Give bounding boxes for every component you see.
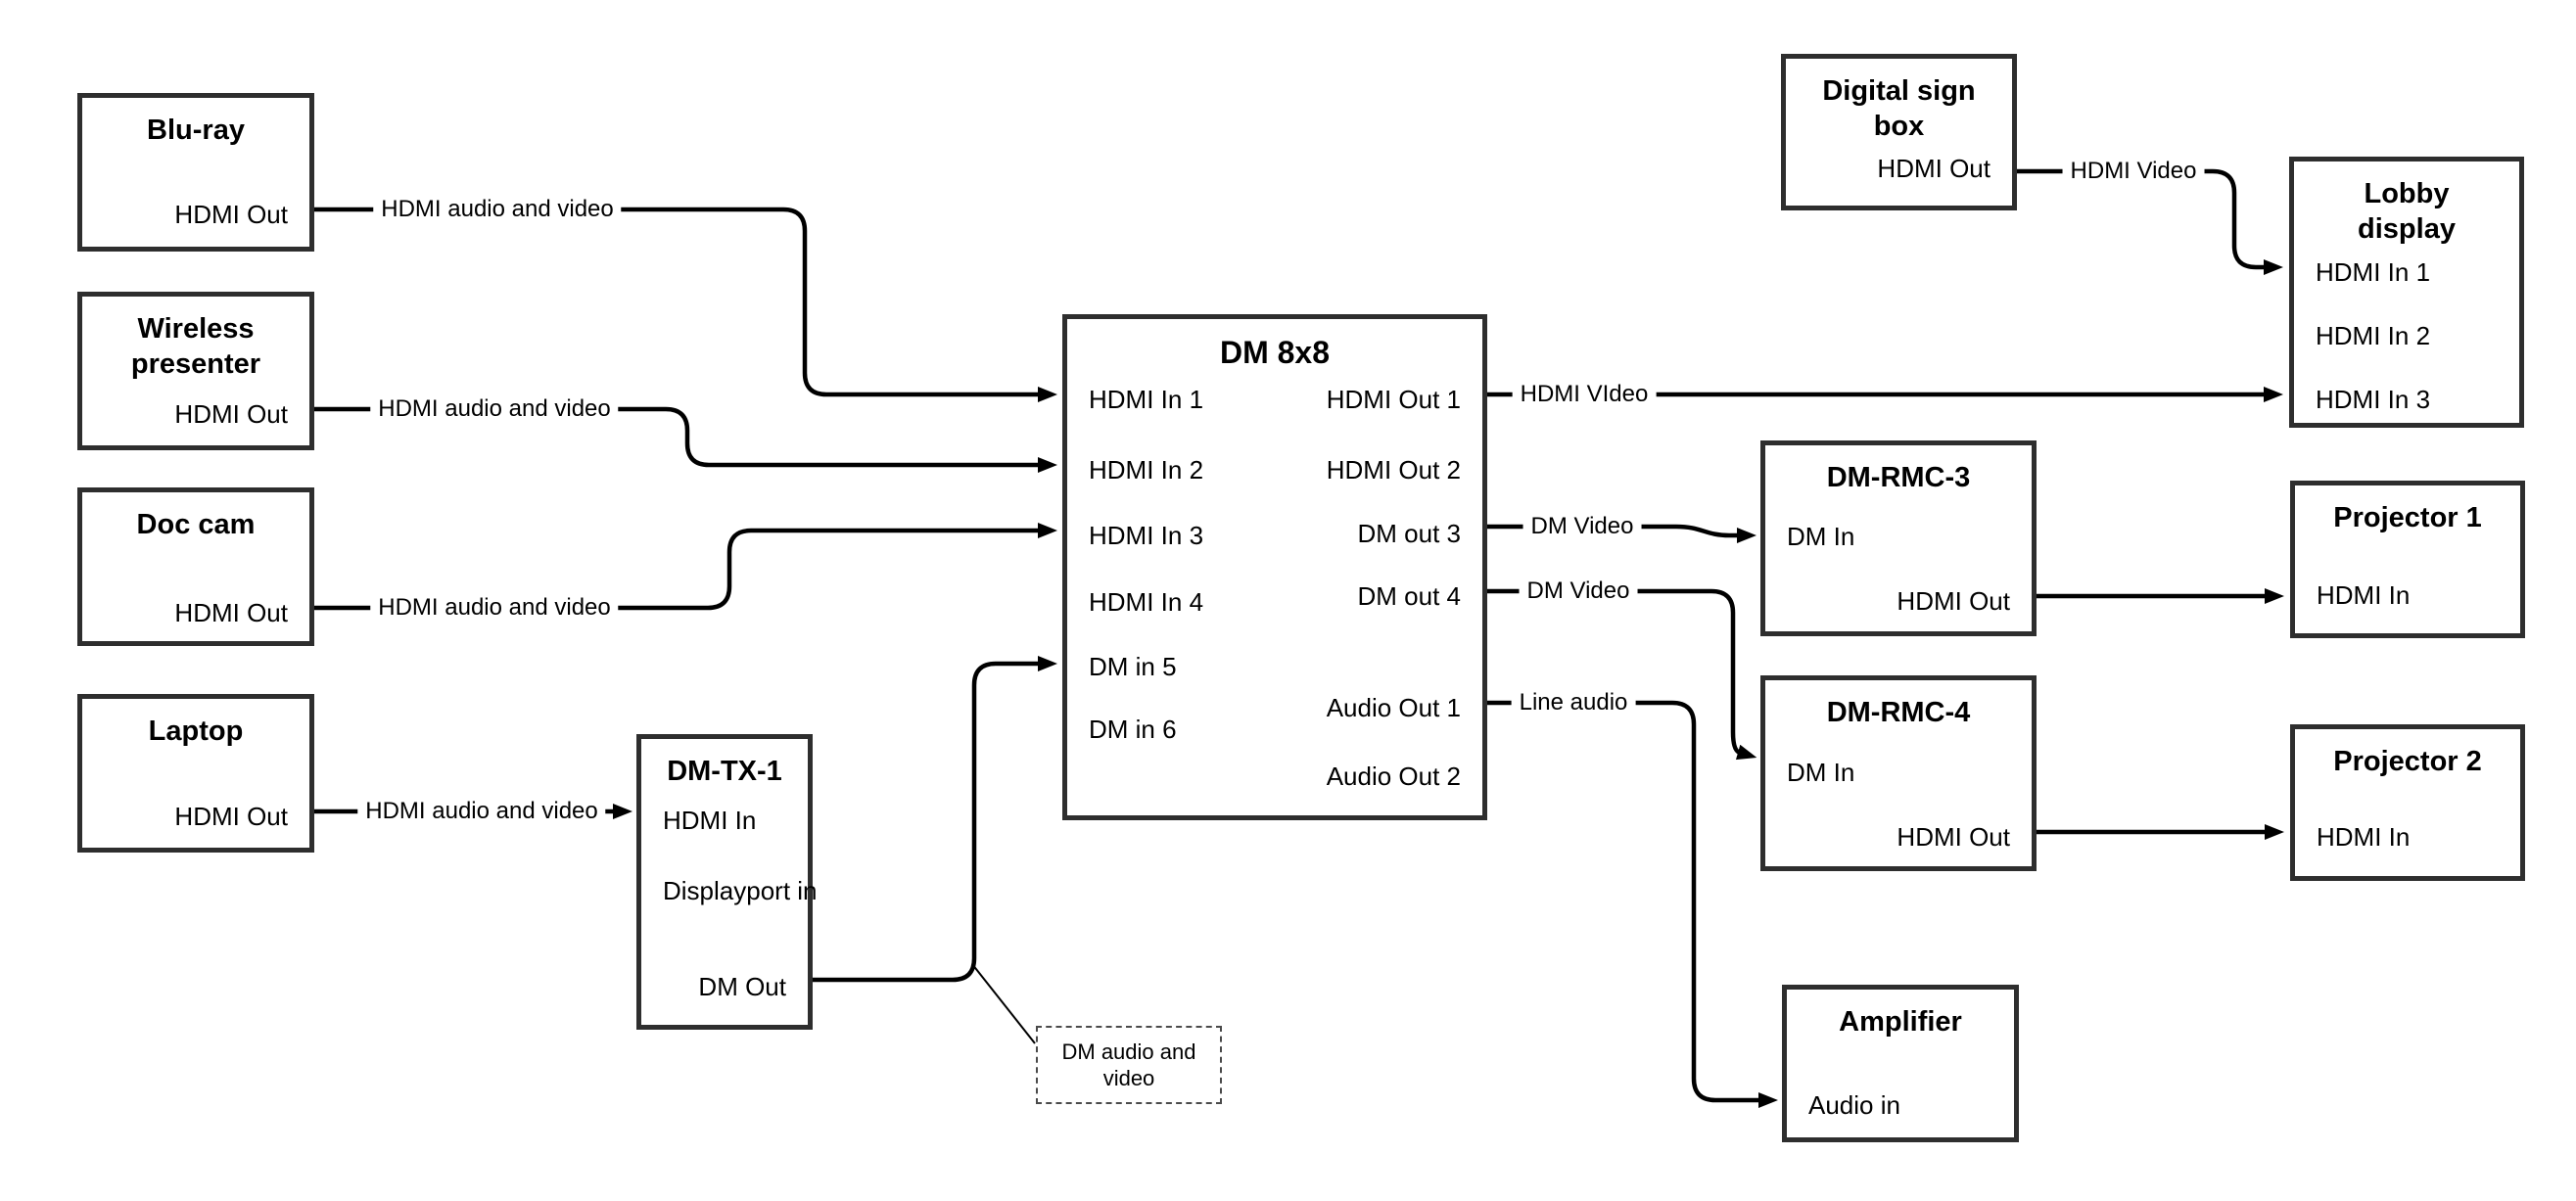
edge-label-dm-video-out3: DM Video — [1522, 513, 1642, 540]
node-title: Doc cam — [136, 509, 256, 540]
edge-dm8x8-out4-to-dmrmc4 — [1487, 588, 1757, 761]
node-bluray: Blu-ray HDMI Out — [77, 93, 314, 252]
port-dm-out-3: DM out 3 — [1357, 519, 1462, 548]
node-title: Blu-ray — [147, 115, 245, 146]
node-dm-8x8: DM 8x8 HDMI In 1 HDMI In 2 HDMI In 3 HDM… — [1062, 314, 1487, 820]
node-dm-tx-1: DM-TX-1 HDMI In Displayport in DM Out — [636, 734, 818, 1030]
port-dm-in-6: DM in 6 — [1089, 715, 1177, 744]
edge-label-hdmi-video-out1: HDMI VIdeo — [1512, 381, 1657, 408]
node-title: Projector 1 — [2333, 502, 2482, 533]
node-dm-rmc-3: DM-RMC-3 DM In HDMI Out — [1760, 440, 2037, 636]
port-hdmi-in-2: HDMI In 2 — [1089, 455, 1204, 485]
node-title: DM-RMC-3 — [1826, 462, 1971, 493]
port-hdmi-in-2: HDMI In 2 — [2316, 321, 2431, 350]
port-dm-in-5: DM in 5 — [1089, 652, 1177, 681]
port-hdmi-out: HDMI Out — [174, 200, 288, 229]
edge-bluray-to-dm8x8-in1 — [314, 207, 1057, 402]
edge-label-hdmi-audio-video-2: HDMI audio and video — [370, 395, 619, 423]
port-hdmi-in-3: HDMI In 3 — [1089, 521, 1204, 550]
node-title: DM-TX-1 — [667, 756, 782, 787]
port-audio-out-2: Audio Out 2 — [1326, 762, 1461, 791]
node-title: Digital sign box — [1822, 75, 1976, 142]
node-digital-sign-box: Digital sign box HDMI Out — [1781, 54, 2017, 210]
port-hdmi-in-4: HDMI In 4 — [1089, 587, 1204, 617]
edge-digitalsign-to-lobby-in1 — [2017, 168, 2283, 275]
node-amplifier: Amplifier Audio in — [1782, 985, 2019, 1142]
edge-wireless-to-dm8x8-in2 — [314, 406, 1057, 473]
edge-label-hdmi-audio-video-4: HDMI audio and video — [357, 798, 606, 825]
port-hdmi-out: HDMI Out — [174, 399, 288, 429]
port-hdmi-out-1: HDMI Out 1 — [1326, 385, 1461, 414]
node-title: DM 8x8 — [1219, 335, 1331, 370]
node-title: Laptop — [148, 716, 244, 747]
node-title: DM-RMC-4 — [1826, 697, 1971, 728]
callout-leader-line — [971, 963, 1036, 1044]
node-lobby-display: Lobby display HDMI In 1 HDMI In 2 HDMI I… — [2289, 157, 2524, 428]
node-title: Lobby display — [2358, 178, 2456, 245]
port-dm-out-4: DM out 4 — [1357, 581, 1462, 611]
node-title: Amplifier — [1839, 1006, 1962, 1038]
port-hdmi-out: HDMI Out — [174, 802, 288, 831]
port-hdmi-out-2: HDMI Out 2 — [1326, 455, 1461, 485]
callout-dm-audio-and-video: DM audio and video — [1036, 1026, 1222, 1104]
node-doc-cam: Doc cam HDMI Out — [77, 487, 314, 646]
edge-dm8x8-out3-to-dmrmc3 — [1487, 524, 1756, 543]
edge-label-hdmi-video-sign: HDMI Video — [2062, 158, 2205, 185]
port-dm-in: DM In — [1787, 758, 1855, 787]
port-dm-in: DM In — [1787, 522, 1855, 551]
edge-dmtx1-to-dm8x8-in5 — [813, 656, 1057, 983]
port-hdmi-out: HDMI Out — [174, 598, 288, 627]
port-hdmi-out: HDMI Out — [1877, 154, 1991, 183]
port-hdmi-in: HDMI In — [663, 806, 757, 835]
edge-label-hdmi-audio-video-3: HDMI audio and video — [370, 594, 619, 622]
edge-doccam-to-dm8x8-in3 — [314, 523, 1057, 611]
port-hdmi-in-1: HDMI In 1 — [2316, 257, 2431, 287]
port-hdmi-out: HDMI Out — [1897, 586, 2010, 616]
node-dm-rmc-4: DM-RMC-4 DM In HDMI Out — [1760, 675, 2037, 871]
port-hdmi-in-1: HDMI In 1 — [1089, 385, 1204, 414]
node-laptop: Laptop HDMI Out — [77, 694, 314, 853]
node-title: Wireless presenter — [130, 313, 261, 380]
edge-dm8x8-audio1-to-amplifier — [1487, 700, 1778, 1108]
node-wireless-presenter: Wireless presenter HDMI Out — [77, 292, 314, 450]
node-title: Projector 2 — [2333, 746, 2482, 777]
port-dm-out: DM Out — [698, 972, 786, 1001]
port-hdmi-in-3: HDMI In 3 — [2316, 385, 2431, 414]
port-hdmi-in: HDMI In — [2317, 822, 2411, 852]
node-projector-2: Projector 2 HDMI In — [2290, 724, 2525, 881]
node-projector-1: Projector 1 HDMI In — [2290, 481, 2525, 638]
edge-label-line-audio: Line audio — [1511, 689, 1636, 716]
port-audio-in: Audio in — [1808, 1090, 1900, 1120]
port-hdmi-out: HDMI Out — [1897, 822, 2010, 852]
edge-label-dm-video-out4: DM Video — [1519, 577, 1638, 605]
edge-label-hdmi-audio-video-1: HDMI audio and video — [373, 196, 622, 223]
port-displayport-in: Displayport in — [663, 876, 818, 905]
port-hdmi-in: HDMI In — [2317, 580, 2411, 610]
port-audio-out-1: Audio Out 1 — [1326, 693, 1461, 722]
